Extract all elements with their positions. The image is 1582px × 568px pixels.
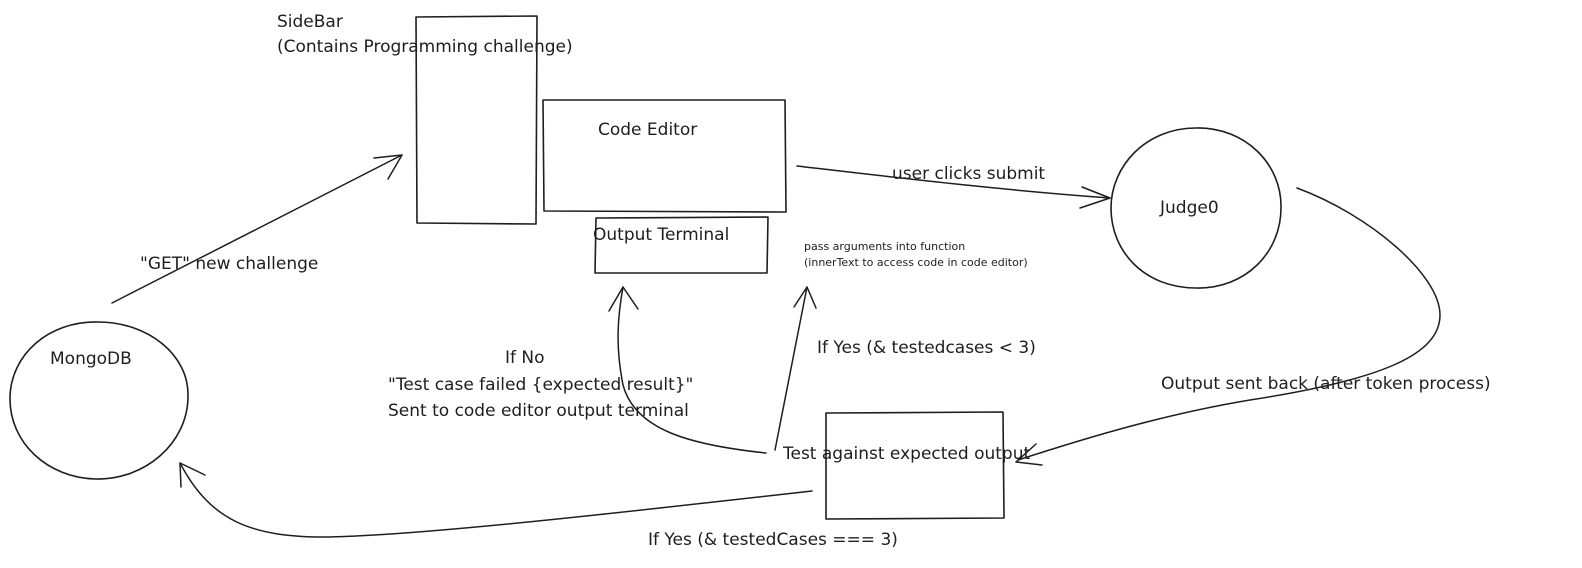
test-label: Test against expected output (782, 444, 1030, 464)
judge0-label: Judge0 (1159, 198, 1219, 218)
get-challenge-label: "GET" new challenge (140, 254, 318, 274)
arrow-if-yes-less (774, 286, 817, 451)
arrow-if-no (608, 286, 767, 454)
mongodb-label: MongoDB (50, 349, 132, 369)
pass-args-line2: (innerText to access code in code editor… (804, 256, 1028, 269)
output-terminal-box (594, 216, 769, 274)
arrow-submit (796, 165, 1111, 209)
test-box (825, 411, 1005, 520)
mongodb-node (9, 321, 189, 480)
arrow-if-yes-equal (179, 462, 813, 538)
sidebar-subtitle: (Contains Programming challenge) (277, 37, 573, 57)
sidebar-title: SideBar (277, 12, 343, 32)
judge0-node (1110, 127, 1282, 289)
sidebar-box (415, 15, 538, 225)
submit-label: user clicks submit (892, 164, 1045, 184)
output-back-label: Output sent back (after token process) (1161, 374, 1491, 394)
output-terminal-label: Output Terminal (593, 225, 729, 245)
arrow-get-challenge (111, 154, 403, 304)
code-editor-label: Code Editor (598, 120, 697, 140)
code-editor-box (542, 99, 787, 213)
pass-args-line1: pass arguments into function (804, 240, 965, 253)
if-no-line3: Sent to code editor output terminal (388, 401, 689, 421)
if-no-line2: "Test case failed {expected result}" (388, 375, 693, 395)
if-yes-less-label: If Yes (& testedcases < 3) (817, 338, 1036, 358)
if-yes-equal-label: If Yes (& testedCases === 3) (648, 530, 898, 550)
if-no-line1: If No (505, 348, 545, 368)
arrow-output-back (1015, 187, 1441, 466)
